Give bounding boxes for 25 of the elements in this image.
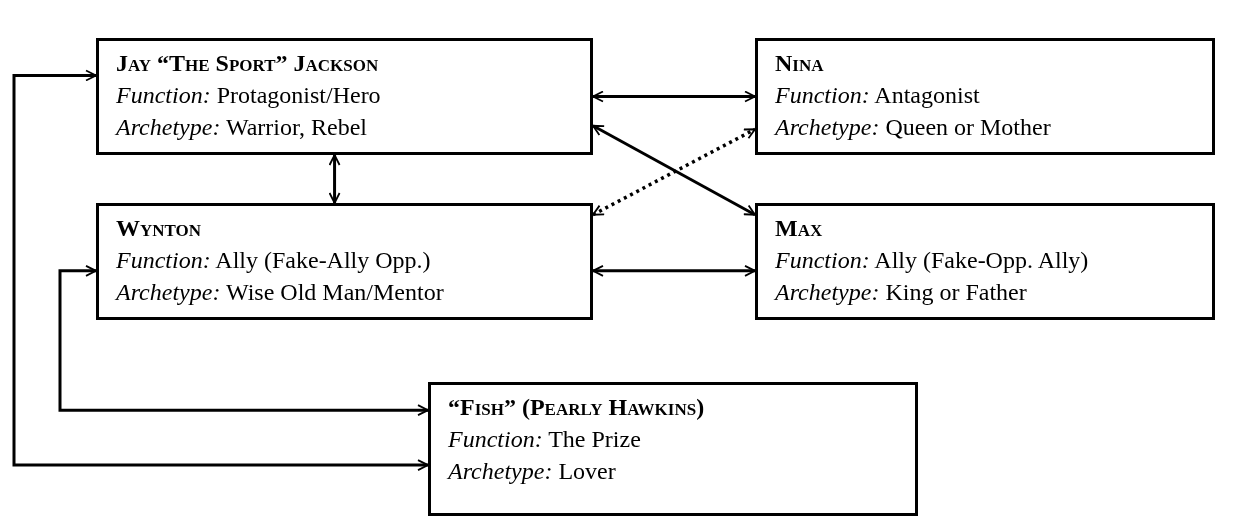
character-box	[96, 38, 593, 155]
archetype-text: Archetype: Wise Old Man/Mentor	[116, 278, 444, 307]
character-name: Nina	[775, 49, 824, 78]
archetype-text: Archetype: King or Father	[775, 278, 1027, 307]
double-arrow	[58, 264, 429, 417]
function-text: Function: Ally (Fake-Ally Opp.)	[116, 246, 431, 275]
function-text: Function: Ally (Fake-Opp. Ally)	[775, 246, 1089, 275]
character-box	[755, 38, 1215, 155]
character-box	[96, 203, 593, 320]
function-text: Function: Protagonist/Hero	[116, 81, 381, 110]
function-text: Function: Antagonist	[775, 81, 980, 110]
archetype-text: Archetype: Lover	[448, 457, 616, 486]
double-arrow	[328, 154, 341, 204]
function-text: Function: The Prize	[448, 425, 641, 454]
character-box	[755, 203, 1215, 320]
double-arrow	[12, 69, 429, 471]
character-name: Jay “The Sport” Jackson	[116, 49, 379, 78]
character-name: “Fish” (Pearly Hawkins)	[448, 393, 705, 422]
character-name: Wynton	[116, 214, 202, 243]
archetype-text: Archetype: Warrior, Rebel	[116, 113, 367, 142]
character-name: Max	[775, 214, 823, 243]
character-box	[428, 382, 918, 516]
double-arrow	[592, 90, 756, 103]
double-arrow	[592, 264, 756, 277]
archetype-text: Archetype: Queen or Mother	[775, 113, 1051, 142]
